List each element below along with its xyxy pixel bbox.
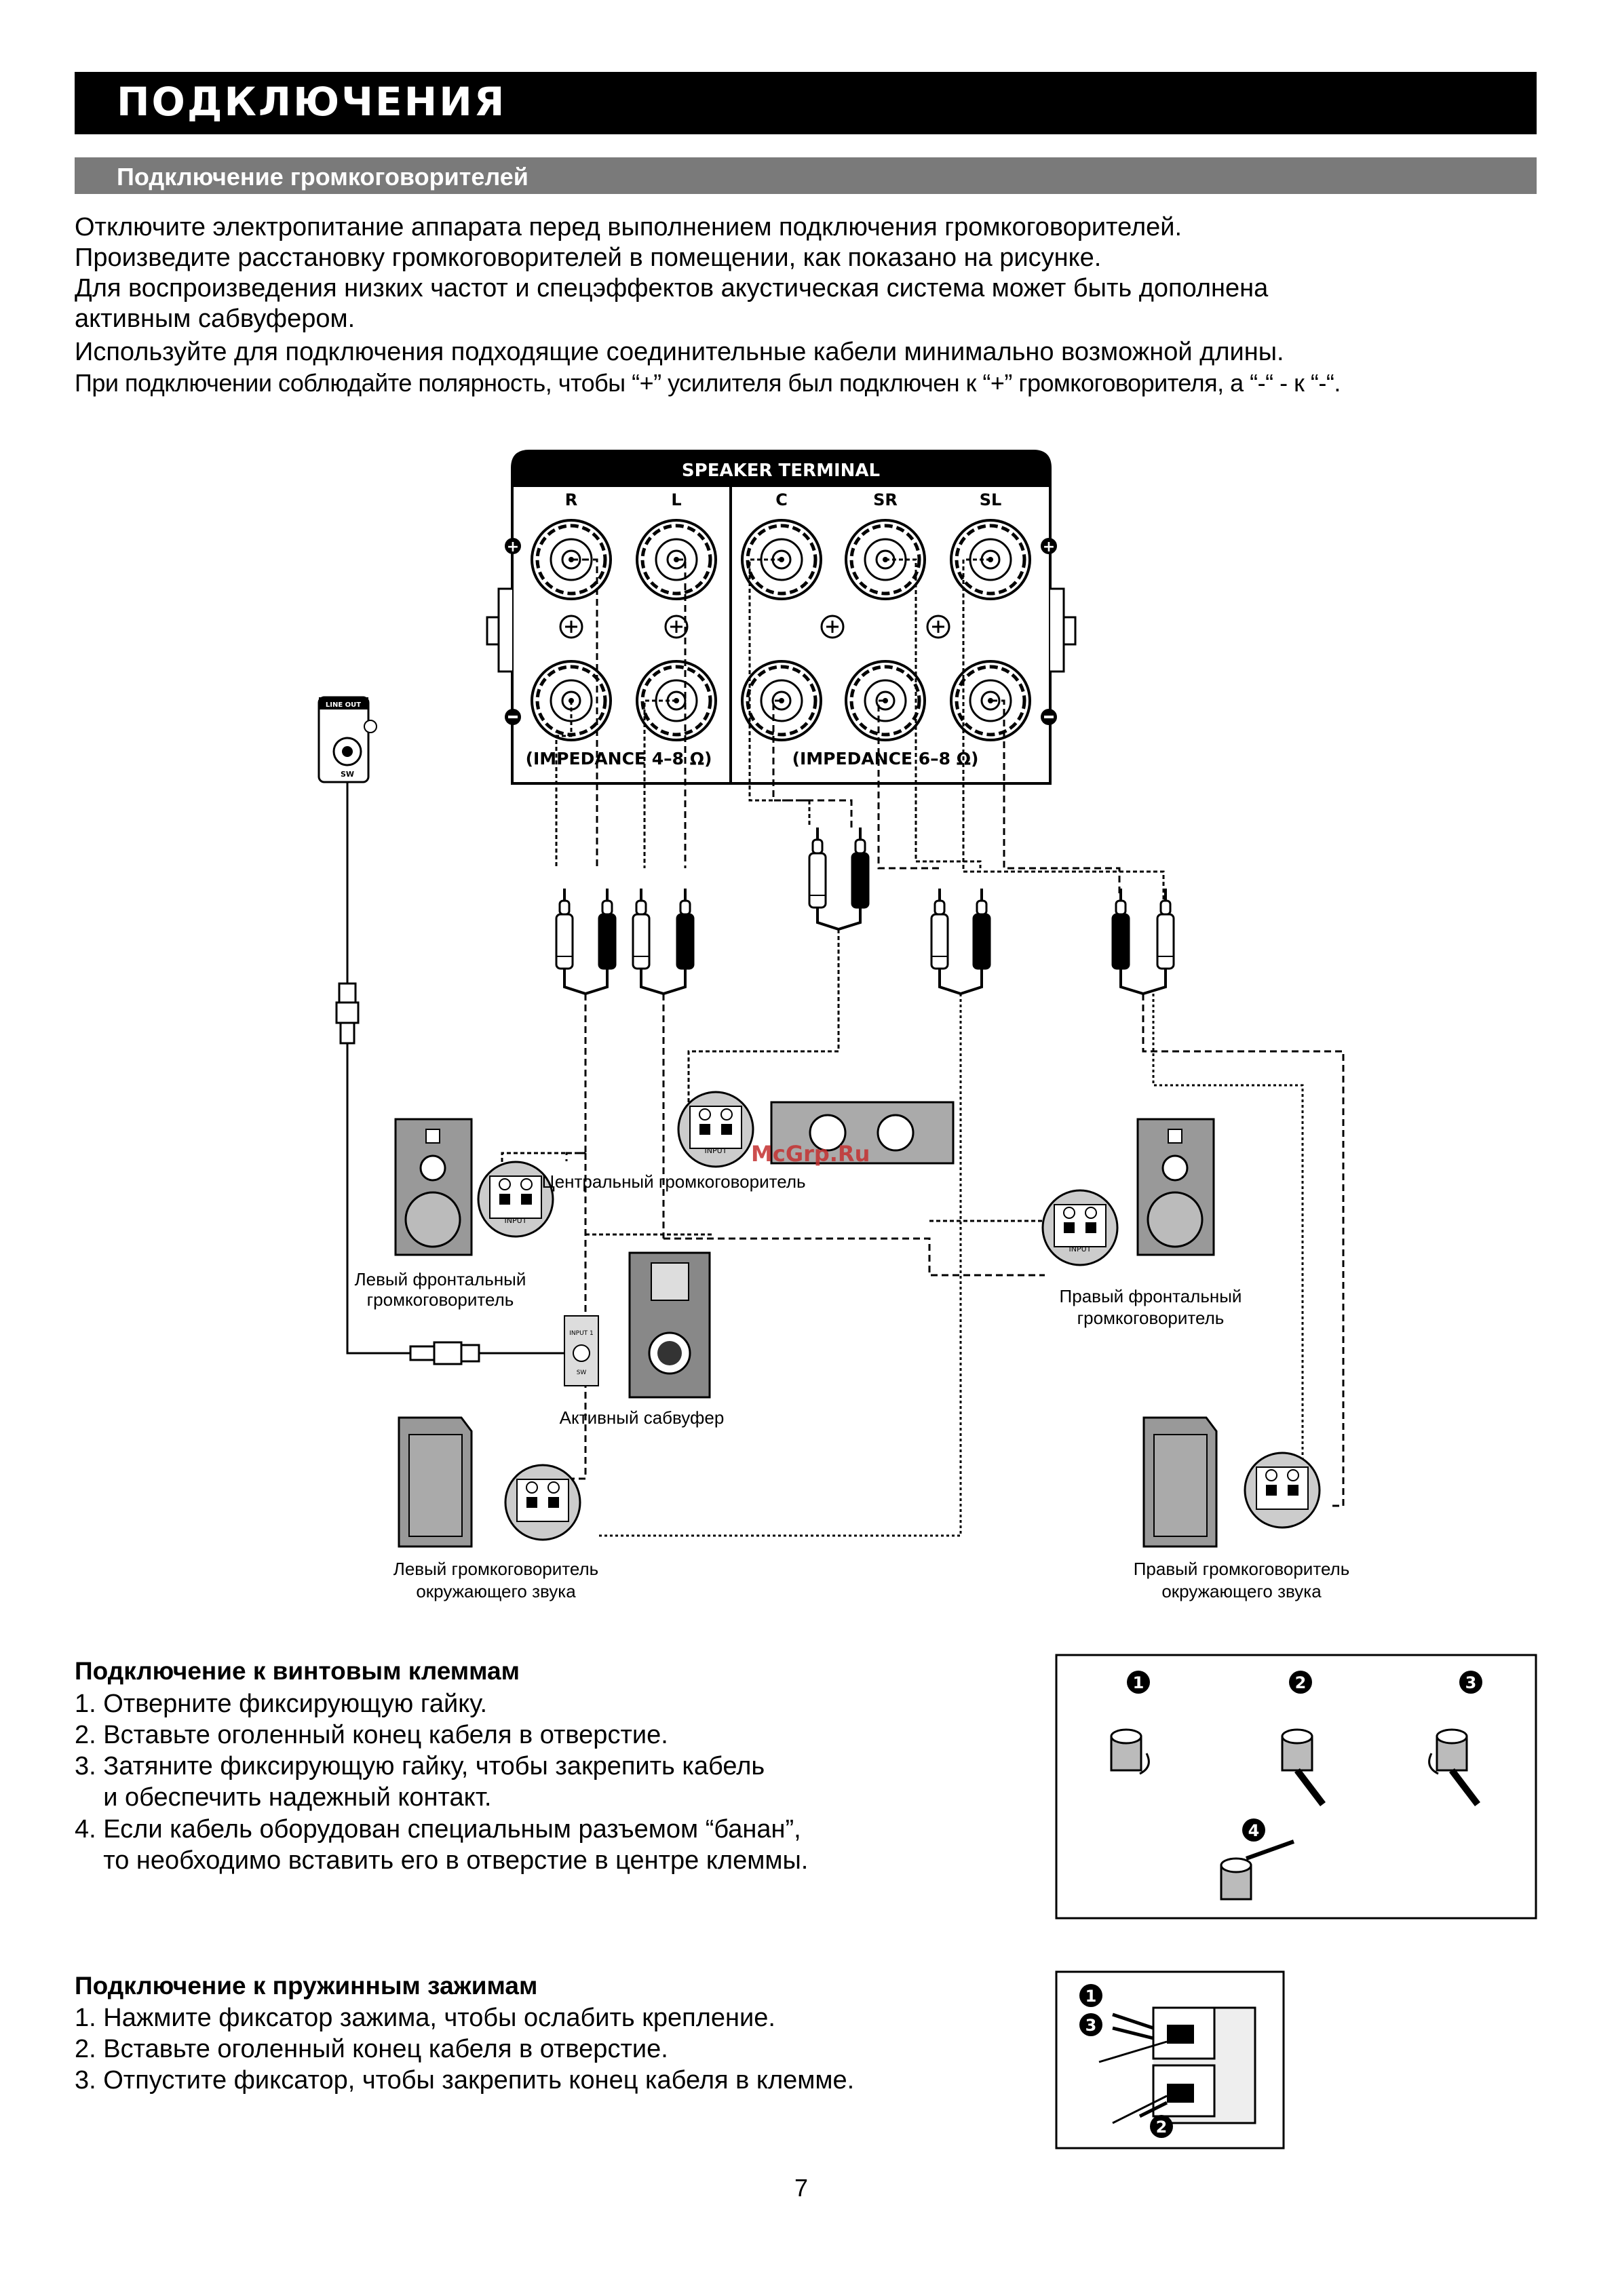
front-right-input-label: INPUT — [1069, 1245, 1092, 1253]
front-left-label-line1: Левый фронтальный — [354, 1269, 526, 1289]
surround-right-speaker — [1142, 1416, 1321, 1548]
screw-step-1: 1. Отверните фиксирующую гайку. — [75, 1690, 488, 1718]
surround-left-label-line1: Левый громкоговоритель — [393, 1559, 599, 1579]
plug-pair-surround-right — [930, 887, 991, 996]
impedance-right: (IMPEDANCE 6–8 Ω) — [792, 749, 979, 768]
screw-step-3-cont: и обеспечить надежный контакт. — [75, 1783, 492, 1812]
surround-right-label-line1: Правый громкоговоритель — [1133, 1559, 1350, 1579]
svg-text:+: + — [1043, 539, 1055, 556]
front-right-speaker: INPUT — [1041, 1118, 1215, 1266]
spring-step-3: 3. Отпустите фиксатор, чтобы закрепить к… — [75, 2066, 855, 2095]
subtitle-bar: Подключение громкоговорителей — [75, 157, 1537, 194]
channel-label-sr: SR — [873, 490, 898, 509]
front-left-speaker: INPUT — [394, 1118, 554, 1256]
spring-step-1: 1. Нажмите фиксатор зажима, чтобы ослаби… — [75, 2004, 775, 2032]
line-out-sw-label: SW — [341, 770, 354, 779]
front-right-label-line2: громкоговоритель — [1077, 1308, 1225, 1328]
subwoofer-input-label: INPUT 1 — [569, 1330, 594, 1337]
screw-marker-3: 3 — [1465, 1673, 1477, 1692]
front-left-input-label: INPUT — [505, 1216, 527, 1225]
intro-line-2: Произведите расстановку громкоговорителе… — [75, 244, 1102, 272]
spring-marker-2: 2 — [1156, 2118, 1168, 2137]
spring-clip-illustration: 1 3 2 — [1055, 1970, 1285, 2149]
terminal-title: SPEAKER TERMINAL — [682, 461, 880, 481]
line-out-label: LINE OUT — [326, 701, 361, 709]
channel-label-sl: SL — [980, 490, 1002, 509]
center-input-label: INPUT — [705, 1146, 727, 1155]
intro-line-3: Для воспроизведения низких частот и спец… — [75, 274, 1269, 303]
spring-step-2: 2. Вставьте оголенный конец кабеля в отв… — [75, 2035, 668, 2063]
screw-marker-1: 1 — [1133, 1673, 1144, 1692]
screw-step-2: 2. Вставьте оголенный конец кабеля в отв… — [75, 1721, 668, 1749]
svg-text:+: + — [507, 539, 519, 556]
plug-pair-front-right-left — [632, 887, 695, 996]
screw-step-4-cont: то необходимо вставить его в отверстие в… — [75, 1846, 809, 1875]
intro-line-1: Отключите электропитание аппарата перед … — [75, 213, 1182, 241]
impedance-left: (IMPEDANCE 4–8 Ω) — [526, 749, 712, 768]
page-title: ПОДКЛЮЧЕНИЯ — [117, 79, 507, 125]
screw-terminal-illustration: 1 2 3 4 — [1055, 1654, 1537, 1920]
channel-label-r: R — [565, 490, 577, 509]
screw-section-title: Подключение к винтовым клеммам — [75, 1657, 520, 1685]
center-speaker-label: Центральный громкоговоритель — [541, 1171, 806, 1192]
intro-line-5: Используйте для подключения подходящие с… — [75, 338, 1284, 366]
channel-label-c: C — [775, 490, 788, 509]
screw-marker-2: 2 — [1295, 1673, 1307, 1692]
spring-marker-3: 3 — [1085, 2016, 1097, 2035]
channel-label-l: L — [671, 490, 681, 509]
spring-marker-1: 1 — [1085, 1987, 1097, 2006]
subwoofer-label: Активный сабвуфер — [559, 1407, 725, 1428]
title-bar: ПОДКЛЮЧЕНИЯ — [75, 72, 1537, 134]
subwoofer: INPUT 1 SW — [564, 1251, 711, 1399]
screw-marker-4: 4 — [1248, 1821, 1260, 1840]
plug-pair-front-left — [555, 887, 617, 996]
plug-pair-surround-left — [1111, 887, 1175, 996]
intro-line-6: При подключении соблюдайте полярность, ч… — [75, 369, 1341, 397]
front-left-label-line2: громкоговоритель — [366, 1289, 514, 1310]
intro-line-4: активным сабвуфером. — [75, 305, 355, 333]
surround-left-speaker — [398, 1416, 581, 1548]
plug-pair-center — [808, 826, 870, 931]
page-number: 7 — [794, 2174, 809, 2202]
line-out-box: LINE OUT SW — [318, 696, 377, 783]
surround-right-label-line2: окружающего звука — [1161, 1581, 1322, 1601]
surround-left-label-line2: окружающего звука — [416, 1581, 576, 1601]
screw-step-3: 3. Затяните фиксирующую гайку, чтобы зак… — [75, 1752, 765, 1781]
subwoofer-sw-label: SW — [577, 1369, 587, 1376]
center-speaker: INPUT — [677, 1091, 955, 1168]
screw-step-4: 4. Если кабель оборудован специальным ра… — [75, 1815, 801, 1844]
watermark: McGrp.Ru — [751, 1141, 870, 1167]
section-subtitle: Подключение громкоговорителей — [117, 163, 528, 191]
front-right-label-line1: Правый фронтальный — [1059, 1286, 1242, 1306]
speaker-terminal-panel: SPEAKER TERMINAL + + R L C SR SL — [486, 450, 1077, 785]
spring-section-title: Подключение к пружинным зажимам — [75, 1972, 538, 2000]
